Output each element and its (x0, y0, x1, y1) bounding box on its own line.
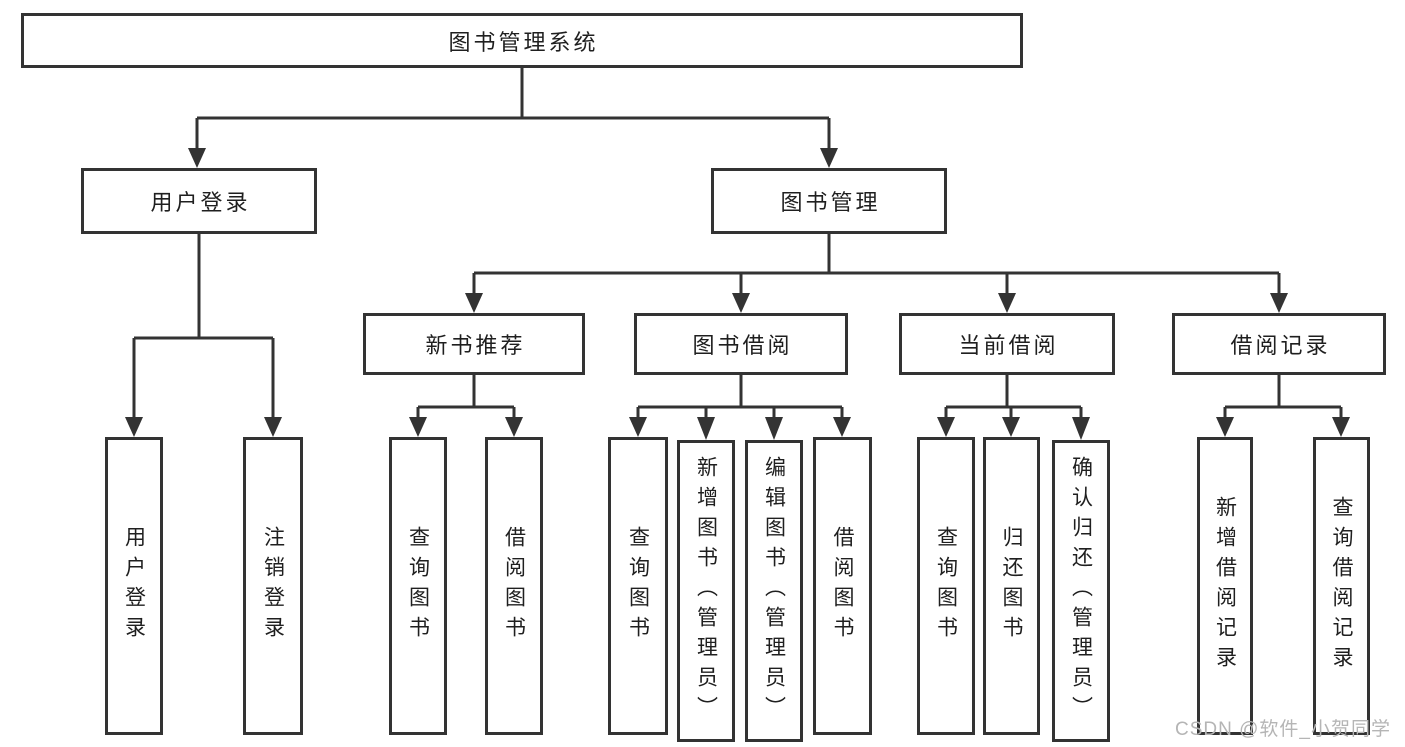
arrowhead (765, 417, 783, 440)
leaf-logout: 注销登录 (243, 437, 303, 735)
arrowhead (833, 417, 851, 437)
node-borrow-records: 借阅记录 (1172, 313, 1386, 375)
node-root-library-system: 图书管理系统 (21, 13, 1023, 68)
leaf-query-books-current: 查询图书 (917, 437, 975, 735)
arrowhead (1002, 417, 1020, 437)
arrowhead (1332, 417, 1350, 437)
node-book-management: 图书管理 (711, 168, 947, 234)
csdn-watermark: CSDN @软件_小贺同学 (1175, 719, 1391, 740)
leaf-query-books-recommend: 查询图书 (389, 437, 447, 735)
leaf-return-books: 归还图书 (983, 437, 1040, 735)
arrowhead (188, 148, 206, 168)
arrowhead (1216, 417, 1234, 437)
leaf-user-login: 用户登录 (105, 437, 163, 735)
arrowhead (629, 417, 647, 437)
arrowhead (937, 417, 955, 437)
arrowhead (732, 293, 750, 313)
arrowhead (505, 417, 523, 437)
node-book-borrow: 图书借阅 (634, 313, 848, 375)
leaf-edit-books-admin: 编辑图书（管理员） (745, 440, 803, 742)
arrowhead (697, 417, 715, 440)
arrowhead (125, 417, 143, 437)
node-user-login: 用户登录 (81, 168, 317, 234)
node-new-book-recommend: 新书推荐 (363, 313, 585, 375)
arrowhead (820, 148, 838, 168)
arrowhead (998, 293, 1016, 313)
arrowhead (1270, 293, 1288, 313)
arrowhead (1072, 417, 1090, 440)
leaf-add-borrow-record: 新增借阅记录 (1197, 437, 1253, 735)
leaf-add-books-admin: 新增图书（管理员） (677, 440, 735, 742)
arrowhead (465, 293, 483, 313)
leaf-query-books-borrow: 查询图书 (608, 437, 668, 735)
leaf-borrow-books: 借阅图书 (813, 437, 872, 735)
arrowhead (409, 417, 427, 437)
arrowhead (264, 417, 282, 437)
leaf-borrow-books-recommend: 借阅图书 (485, 437, 543, 735)
node-current-borrow: 当前借阅 (899, 313, 1115, 375)
leaf-query-borrow-record: 查询借阅记录 (1313, 437, 1370, 735)
leaf-confirm-return-admin: 确认归还（管理员） (1052, 440, 1110, 742)
